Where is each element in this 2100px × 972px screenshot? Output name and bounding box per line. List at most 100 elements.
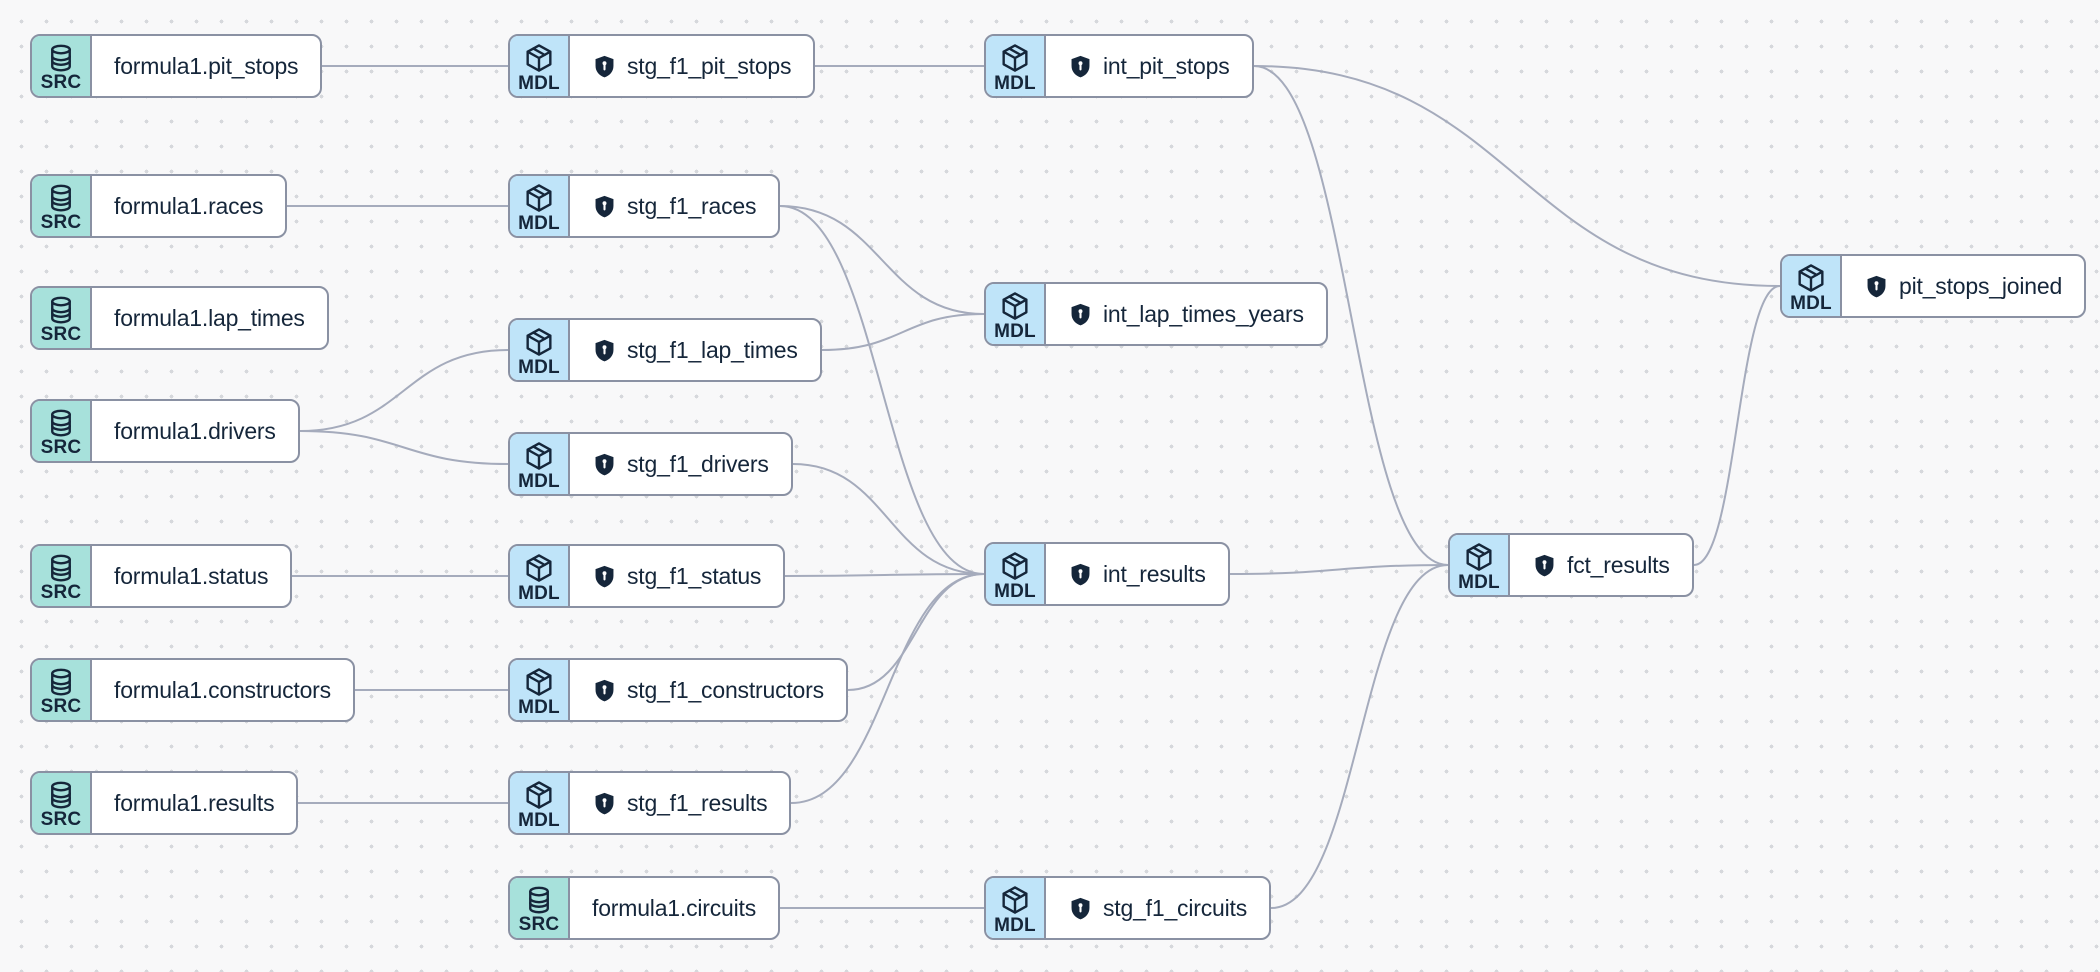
graph-node-pit_stops_joined[interactable]: MDL pit_stops_joined: [1780, 254, 2087, 318]
cube-icon: [523, 42, 555, 74]
node-type-label: MDL: [518, 470, 560, 492]
edge-stg_f1_drivers-to-int_results: [792, 463, 985, 575]
shield-icon: [1068, 562, 1093, 587]
graph-node-formula1.pit_stops[interactable]: SRC formula1.pit_stops: [30, 34, 323, 98]
node-type-badge: MDL: [510, 660, 570, 720]
edge-stg_f1_results-to-int_results: [790, 573, 985, 804]
node-name: int_results: [1103, 560, 1206, 587]
edge-stg_f1_status-to-int_results: [784, 573, 985, 577]
shield-icon: [592, 338, 617, 363]
node-type-badge: MDL: [1450, 535, 1510, 595]
node-name: stg_f1_pit_stops: [627, 52, 792, 79]
node-name: formula1.lap_times: [114, 304, 305, 331]
shield-icon: [592, 54, 617, 79]
node-type-label: SRC: [40, 211, 82, 233]
node-body: formula1.constructors: [92, 660, 353, 720]
cube-icon: [523, 440, 555, 472]
node-body: stg_f1_pit_stops: [570, 36, 813, 96]
cube-icon: [999, 42, 1031, 74]
node-type-badge: SRC: [32, 176, 92, 236]
edge-int_pit_stops-to-pit_stops_joined: [1253, 65, 1781, 287]
graph-node-formula1.circuits[interactable]: SRC formula1.circuits: [508, 876, 781, 940]
node-type-label: MDL: [518, 582, 560, 604]
graph-node-formula1.lap_times[interactable]: SRC formula1.lap_times: [30, 286, 329, 350]
node-name: stg_f1_status: [627, 562, 762, 589]
graph-node-formula1.constructors[interactable]: SRC formula1.constructors: [30, 658, 355, 722]
node-type-badge: MDL: [986, 36, 1046, 96]
graph-node-int_pit_stops[interactable]: MDL int_pit_stops: [984, 34, 1254, 98]
node-name: formula1.constructors: [114, 676, 331, 703]
node-name: fct_results: [1567, 551, 1670, 578]
node-type-label: SRC: [518, 913, 560, 935]
shield-icon: [592, 452, 617, 477]
edge-fct_results-to-pit_stops_joined: [1693, 285, 1781, 566]
node-type-badge: SRC: [510, 878, 570, 938]
node-name: formula1.results: [114, 789, 275, 816]
node-body: formula1.lap_times: [92, 288, 327, 348]
shield-icon: [1532, 553, 1557, 578]
node-name: int_lap_times_years: [1103, 300, 1304, 327]
node-type-label: MDL: [518, 809, 560, 831]
database-icon: [46, 408, 76, 438]
graph-node-stg_f1_status[interactable]: MDL stg_f1_status: [508, 544, 786, 608]
node-type-label: SRC: [40, 581, 82, 603]
graph-node-stg_f1_results[interactable]: MDL stg_f1_results: [508, 771, 792, 835]
node-name: formula1.races: [114, 192, 264, 219]
node-name: formula1.circuits: [592, 894, 757, 921]
node-type-badge: SRC: [32, 288, 92, 348]
node-body: stg_f1_lap_times: [570, 320, 820, 380]
graph-node-stg_f1_lap_times[interactable]: MDL stg_f1_lap_times: [508, 318, 822, 382]
node-name: stg_f1_races: [627, 192, 757, 219]
cube-icon: [1463, 541, 1495, 573]
node-body: stg_f1_drivers: [570, 434, 791, 494]
database-icon: [46, 295, 76, 325]
graph-node-stg_f1_circuits[interactable]: MDL stg_f1_circuits: [984, 876, 1272, 940]
graph-node-int_lap_times_years[interactable]: MDL int_lap_times_years: [984, 282, 1328, 346]
node-name: stg_f1_constructors: [627, 676, 824, 703]
node-body: int_lap_times_years: [1046, 284, 1326, 344]
shield-icon: [592, 791, 617, 816]
graph-node-formula1.results[interactable]: SRC formula1.results: [30, 771, 299, 835]
graph-node-stg_f1_pit_stops[interactable]: MDL stg_f1_pit_stops: [508, 34, 816, 98]
graph-node-formula1.races[interactable]: SRC formula1.races: [30, 174, 288, 238]
node-type-label: MDL: [518, 72, 560, 94]
node-type-label: MDL: [518, 696, 560, 718]
node-type-label: MDL: [994, 72, 1036, 94]
shield-icon: [592, 678, 617, 703]
graph-node-fct_results[interactable]: MDL fct_results: [1448, 533, 1694, 597]
node-type-badge: SRC: [32, 773, 92, 833]
database-icon: [46, 183, 76, 213]
node-type-label: MDL: [1790, 292, 1832, 314]
edge-stg_f1_lap_times-to-int_lap_times_years: [821, 313, 985, 351]
node-body: pit_stops_joined: [1842, 256, 2084, 316]
node-type-label: MDL: [994, 914, 1036, 936]
graph-node-stg_f1_races[interactable]: MDL stg_f1_races: [508, 174, 781, 238]
node-type-label: MDL: [994, 580, 1036, 602]
node-type-badge: SRC: [32, 401, 92, 461]
node-body: int_pit_stops: [1046, 36, 1252, 96]
graph-node-stg_f1_drivers[interactable]: MDL stg_f1_drivers: [508, 432, 793, 496]
cube-icon: [999, 290, 1031, 322]
node-type-badge: MDL: [986, 544, 1046, 604]
node-body: stg_f1_status: [570, 546, 783, 606]
shield-icon: [1864, 274, 1889, 299]
graph-node-formula1.status[interactable]: SRC formula1.status: [30, 544, 293, 608]
node-body: formula1.drivers: [92, 401, 298, 461]
node-type-badge: MDL: [986, 878, 1046, 938]
graph-node-stg_f1_constructors[interactable]: MDL stg_f1_constructors: [508, 658, 848, 722]
edge-stg_f1_constructors-to-int_results: [847, 573, 985, 691]
database-icon: [46, 553, 76, 583]
edge-stg_f1_circuits-to-fct_results: [1270, 564, 1449, 909]
edge-formula1.drivers-to-stg_f1_drivers: [299, 430, 509, 465]
shield-icon: [1068, 54, 1093, 79]
database-icon: [46, 667, 76, 697]
graph-node-formula1.drivers[interactable]: SRC formula1.drivers: [30, 399, 300, 463]
cube-icon: [523, 552, 555, 584]
cube-icon: [523, 666, 555, 698]
node-name: formula1.drivers: [114, 417, 276, 444]
edge-int_pit_stops-to-fct_results: [1253, 65, 1449, 566]
edge-int_results-to-fct_results: [1229, 564, 1449, 575]
graph-node-int_results[interactable]: MDL int_results: [984, 542, 1230, 606]
node-type-badge: SRC: [32, 36, 92, 96]
